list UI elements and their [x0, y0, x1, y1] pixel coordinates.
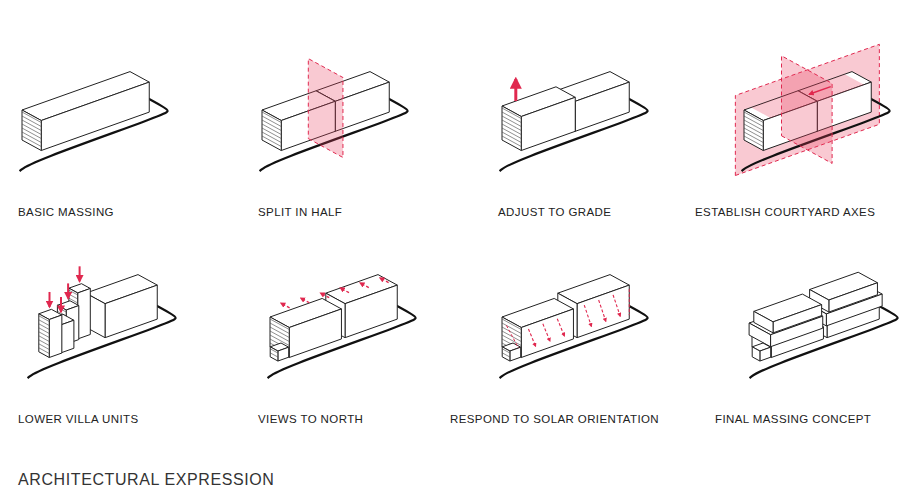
step-solar [500, 275, 648, 379]
red-arrow [613, 295, 620, 316]
facade-stripe [502, 353, 510, 357]
box-side [61, 320, 74, 352]
step-basic [20, 72, 168, 172]
box-end [502, 106, 521, 151]
box-end [262, 110, 281, 151]
red-arrow [809, 87, 831, 95]
box-side [521, 97, 575, 150]
section-heading: ARCHITECTURAL EXPRESSION [18, 471, 275, 489]
red-arrow [340, 288, 349, 293]
facade-stripe [270, 349, 278, 353]
facade-stripe [502, 319, 521, 330]
facade-stripe [69, 290, 78, 295]
step-label: RESPOND TO SOLAR ORIENTATION [450, 413, 659, 425]
step-label: VIEWS TO NORTH [258, 413, 363, 425]
facade-stripe [270, 353, 278, 357]
step-villas [28, 266, 176, 378]
facade-stripe [270, 319, 289, 330]
box-side [278, 347, 289, 361]
red-arrow [360, 283, 369, 288]
solar-line [506, 325, 518, 348]
box-end [752, 347, 760, 361]
box-side [760, 347, 771, 361]
axis-plane [735, 44, 879, 175]
box-side [829, 283, 878, 312]
box-end [754, 311, 773, 333]
box-side [575, 82, 629, 131]
facade-stripe [69, 294, 78, 299]
red-arrow [514, 79, 517, 101]
red-arrow [528, 329, 535, 346]
facade-stripe [502, 349, 510, 353]
step-grade [500, 72, 648, 172]
step-label: BASIC MASSING [18, 206, 114, 218]
step-label: ESTABLISH COURTYARD AXES [695, 206, 875, 218]
step-label: LOWER VILLA UNITS [18, 413, 139, 425]
box-end [502, 347, 510, 361]
red-arrow [79, 266, 81, 281]
red-arrow [67, 283, 69, 298]
facade-stripe [262, 112, 281, 123]
solar-line [629, 289, 630, 315]
red-arrow [60, 297, 62, 312]
box-side [773, 305, 822, 333]
red-arrow [281, 303, 290, 308]
step-views [268, 275, 416, 379]
red-arrow [301, 298, 310, 303]
box-end [270, 347, 278, 361]
facade-stripe [744, 112, 763, 123]
box-side [510, 347, 521, 361]
axis-shade [751, 74, 864, 118]
red-arrow [557, 319, 564, 336]
box-end [22, 110, 41, 151]
step-label: ADJUST TO GRADE [498, 206, 611, 218]
facade-stripe [22, 112, 41, 123]
step-split [260, 59, 408, 172]
red-arrow [584, 305, 591, 326]
box-side [78, 288, 91, 338]
box-side [289, 309, 341, 358]
facade-stripe [502, 108, 521, 119]
red-arrow [380, 278, 389, 283]
step-axes [735, 44, 889, 175]
step-label: SPLIT IN HALF [258, 206, 342, 218]
facade-stripe [39, 316, 49, 322]
box-side [577, 285, 629, 338]
red-arrow [599, 300, 606, 321]
split-plane [308, 59, 343, 158]
box-side [521, 309, 573, 358]
box-side [41, 82, 149, 150]
red-arrow [320, 293, 329, 298]
box-end [744, 110, 763, 151]
step-final [749, 272, 898, 378]
red-arrow [49, 292, 51, 307]
box-side [105, 285, 157, 338]
step-label: FINAL MASSING CONCEPT [715, 413, 871, 425]
box-side [49, 315, 62, 357]
box-end [39, 314, 49, 358]
box-side [345, 285, 397, 338]
red-arrow [543, 324, 550, 341]
